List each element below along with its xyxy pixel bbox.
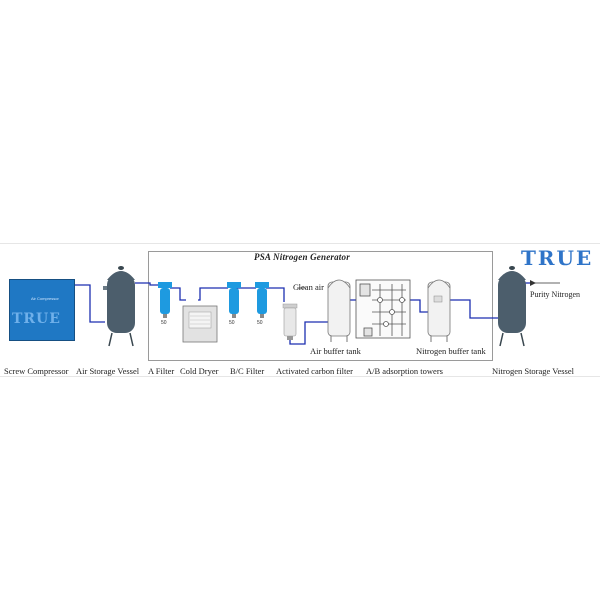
air-storage-vessel: [103, 266, 135, 347]
purity-nitrogen-label: Purity Nitrogen: [530, 290, 580, 299]
purity-arrow-head: [530, 280, 536, 286]
screw-compressor: [9, 279, 75, 341]
pipe-towers-to-n2buffer: [410, 299, 428, 313]
a-filter-label: A Filter: [148, 366, 175, 376]
nitrogen-storage-vessel: [498, 266, 526, 347]
pipes: [75, 282, 534, 345]
pipe-vessel-to-afilter: [135, 282, 160, 286]
pipe-bcfilter-to-carbon: [266, 287, 285, 302]
b-filter-mark: 50: [229, 320, 235, 326]
bc-filter-label: B/C Filter: [230, 366, 265, 376]
nitrogen-buffer-tank-label: Nitrogen buffer tank: [416, 346, 486, 356]
brand-logo: TRUE: [521, 246, 594, 270]
cold-dryer: [182, 305, 218, 343]
ab-towers-label: A/B adsorption towers: [366, 366, 443, 376]
generator-title: PSA Nitrogen Generator: [254, 252, 350, 262]
ab-adsorption-towers: [355, 279, 411, 339]
screw-compressor-label: Screw Compressor: [4, 366, 69, 376]
nitrogen-storage-vessel-label: Nitrogen Storage Vessel: [492, 366, 574, 376]
cold-dryer-label: Cold Dryer: [180, 366, 219, 376]
pipe-afilter-to-dryer: [170, 287, 186, 301]
air-buffer-tank: [327, 279, 351, 342]
b-filter: [227, 282, 241, 318]
nitrogen-buffer-tank: [427, 279, 451, 342]
c-filter: [255, 282, 269, 318]
psa-generator-box: [148, 251, 493, 361]
activated-carbon-filter: [282, 303, 298, 340]
compressor-panel-text: Air Compressor: [31, 296, 59, 301]
clean-air-label: Clean air: [293, 282, 324, 292]
pipe-carbon-to-airbuffer: [289, 321, 328, 345]
air-buffer-tank-label: Air buffer tank: [310, 346, 361, 356]
c-filter-mark: 50: [257, 320, 263, 326]
a-filter: [158, 282, 172, 318]
activated-carbon-filter-label: Activated carbon filter: [276, 366, 353, 376]
compressor-brand: TRUE: [12, 311, 61, 327]
a-filter-mark: 50: [161, 320, 167, 326]
pipe-compressor-to-vessel: [75, 284, 105, 323]
pipe-dryer-to-bcfilter: [198, 287, 228, 301]
air-storage-vessel-label: Air Storage Vessel: [76, 366, 140, 376]
pipe-n2buffer-to-vessel: [450, 299, 498, 319]
